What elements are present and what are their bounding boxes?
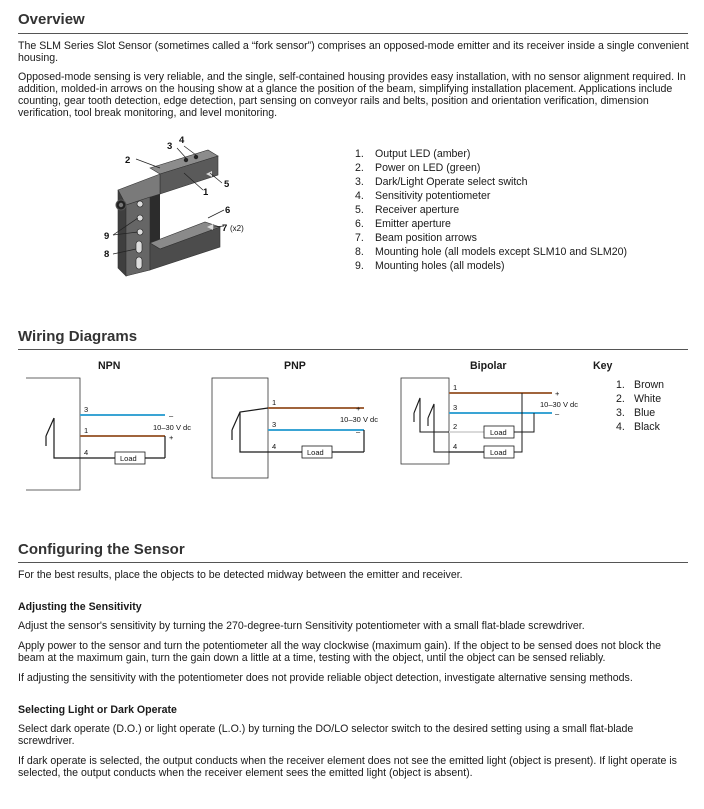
sensitivity-heading: Adjusting the Sensitivity — [18, 601, 142, 613]
feature-item: 6.Emitter aperture — [355, 218, 451, 230]
callout-4: 4 — [179, 135, 185, 146]
sensitivity-paragraph-1: Adjust the sensor's sensitivity by turni… — [18, 620, 585, 632]
feature-item: 8.Mounting hole (all models except SLM10… — [355, 246, 628, 258]
callout-2: 2 — [125, 155, 130, 166]
callout-9: 9 — [104, 231, 109, 242]
configuring-intro: For the best results, place the objects … — [18, 569, 463, 581]
light-dark-paragraph-1: Select dark operate (D.O.) or light oper… — [18, 723, 634, 747]
feature-item: 9.Mounting holes (all models) — [355, 260, 505, 272]
npn-load: Load — [120, 454, 137, 463]
overview-heading: Overview — [18, 11, 85, 28]
bipolar-diagram: 1 3 2 4 + – 10–30 V dc Load Load — [400, 377, 578, 465]
feature-item: 4.Sensitivity potentiometer — [355, 190, 491, 202]
light-dark-heading: Selecting Light or Dark Operate — [18, 704, 177, 716]
sensitivity-paragraph-2: Apply power to the sensor and turn the p… — [18, 640, 662, 664]
key-item: 1.Brown — [616, 379, 665, 391]
bipolar-minus: – — [555, 409, 560, 418]
key-title: Key — [593, 360, 613, 372]
bipolar-plus: + — [555, 389, 560, 398]
bipolar-supply: 10–30 V dc — [540, 400, 578, 409]
feature-item: 3.Dark/Light Operate select switch — [355, 176, 528, 188]
callout-5: 5 — [224, 179, 230, 190]
bipolar-wire-4: 4 — [453, 442, 457, 451]
key-item: 3.Blue — [616, 407, 656, 419]
callout-6: 6 — [225, 205, 230, 216]
npn-wire-4: 4 — [84, 448, 88, 457]
npn-wire-1: 1 — [84, 426, 88, 435]
callout-7: 7 — [222, 223, 227, 234]
callout-7-count: (x2) — [230, 224, 244, 233]
overview-paragraph-2: Opposed-mode sensing is very reliable, a… — [18, 71, 686, 119]
light-dark-paragraph-2: If dark operate is selected, the output … — [18, 755, 677, 779]
overview-paragraph-1: The SLM Series Slot Sensor (sometimes ca… — [18, 40, 689, 64]
bipolar-wire-3: 3 — [453, 403, 457, 412]
pnp-supply: 10–30 V dc — [340, 415, 378, 424]
wiring-divider — [18, 349, 688, 350]
pnp-diagram: 1 3 4 + – 10–30 V dc Load — [211, 377, 378, 479]
pnp-title: PNP — [284, 360, 306, 372]
bipolar-load-2: Load — [490, 448, 507, 457]
callout-3: 3 — [167, 141, 172, 152]
key-item: 2.White — [616, 393, 662, 405]
feature-item: 5.Receiver aperture — [355, 204, 460, 216]
configuring-divider — [18, 562, 688, 563]
feature-item: 2.Power on LED (green) — [355, 162, 481, 174]
npn-title: NPN — [98, 360, 121, 372]
key-item: 4.Black — [616, 421, 660, 433]
pnp-minus: – — [356, 427, 361, 436]
pnp-wire-1: 1 — [272, 398, 276, 407]
feature-list: 1.Output LED (amber) 2.Power on LED (gre… — [355, 147, 627, 273]
bipolar-title: Bipolar — [470, 360, 507, 372]
bipolar-wire-1: 1 — [453, 383, 457, 392]
callout-leaders — [112, 145, 225, 255]
feature-item: 1.Output LED (amber) — [355, 148, 471, 160]
callout-8: 8 — [104, 249, 109, 260]
bipolar-wire-2: 2 — [453, 422, 457, 431]
pnp-wire-4: 4 — [272, 442, 276, 451]
npn-diagram: 3 1 4 – + 10–30 V dc Load — [26, 377, 191, 491]
wiring-heading: Wiring Diagrams — [18, 328, 138, 345]
npn-supply: 10–30 V dc — [153, 423, 191, 432]
callout-1: 1 — [203, 187, 209, 198]
npn-plus: + — [169, 433, 174, 442]
feature-item: 7.Beam position arrows — [355, 232, 477, 244]
pnp-load: Load — [307, 448, 324, 457]
pnp-plus: + — [356, 404, 361, 413]
pnp-wire-3: 3 — [272, 420, 276, 429]
configuring-heading: Configuring the Sensor — [18, 541, 185, 558]
npn-wire-3: 3 — [84, 405, 88, 414]
sensitivity-paragraph-3: If adjusting the sensitivity with the po… — [18, 672, 633, 684]
sensor-housing — [115, 149, 221, 277]
overview-divider — [18, 33, 688, 34]
npn-minus: – — [169, 411, 174, 420]
bipolar-load-1: Load — [490, 428, 507, 437]
wire-color-key: 1.Brown 2.White 3.Blue 4.Black — [616, 378, 664, 434]
